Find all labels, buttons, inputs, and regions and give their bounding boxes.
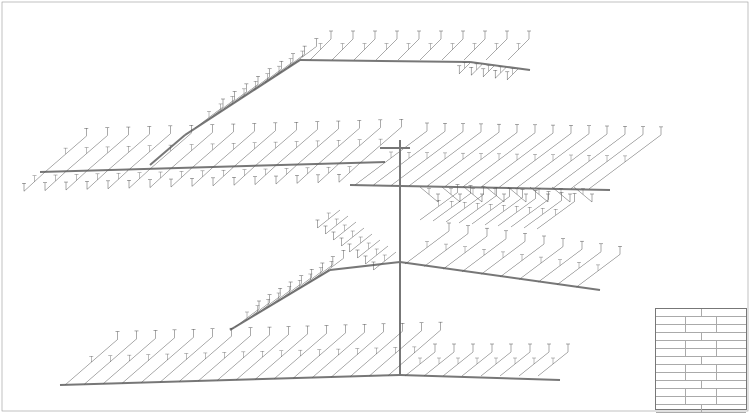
main-pipe bbox=[39, 161, 386, 173]
main-pipe bbox=[349, 184, 611, 191]
title-block-cell bbox=[702, 333, 747, 340]
title-block-cell bbox=[717, 397, 746, 404]
title-block-cell bbox=[702, 405, 747, 412]
title-block-cell bbox=[656, 341, 687, 348]
title-block-row bbox=[656, 389, 746, 397]
title-block-cell bbox=[656, 317, 687, 324]
title-block-cell bbox=[686, 341, 717, 348]
title-block-row bbox=[656, 405, 746, 413]
main-pipe bbox=[329, 261, 401, 271]
title-block-cell bbox=[686, 317, 717, 324]
title-block-cell bbox=[717, 341, 746, 348]
main-pipe bbox=[229, 269, 331, 331]
title-block-cell bbox=[702, 357, 747, 364]
main-pipe bbox=[469, 61, 531, 71]
title-block-cell bbox=[656, 349, 687, 356]
title-block-cell bbox=[686, 349, 717, 356]
title-block-cell bbox=[656, 309, 702, 316]
title-block-cell bbox=[656, 389, 687, 396]
title-block bbox=[655, 308, 747, 413]
title-block-cell bbox=[686, 397, 717, 404]
title-block-cell bbox=[686, 373, 717, 380]
title-block-cell bbox=[717, 365, 746, 372]
title-block-cell bbox=[717, 317, 746, 324]
main-pipe bbox=[59, 374, 401, 386]
title-block-cell bbox=[717, 349, 746, 356]
title-block-row bbox=[656, 309, 746, 317]
title-block-cell bbox=[656, 381, 702, 388]
title-block-cell bbox=[656, 357, 702, 364]
title-block-cell bbox=[717, 389, 746, 396]
title-block-cell bbox=[686, 365, 717, 372]
title-block-cell bbox=[686, 389, 717, 396]
main-pipe bbox=[149, 134, 186, 166]
main-pipe bbox=[299, 59, 471, 63]
title-block-row bbox=[656, 333, 746, 341]
title-block-cell bbox=[702, 309, 747, 316]
title-block-cell bbox=[656, 365, 687, 372]
title-block-row bbox=[656, 397, 746, 405]
branch-pipe bbox=[442, 235, 488, 270]
title-block-row bbox=[656, 341, 746, 349]
main-pipe bbox=[184, 59, 301, 136]
pipe-network bbox=[22, 30, 663, 386]
title-block-row bbox=[656, 349, 746, 357]
title-block-row bbox=[656, 317, 746, 325]
title-block-cell bbox=[656, 397, 687, 404]
title-block-cell bbox=[686, 325, 717, 332]
title-block-row bbox=[656, 357, 746, 365]
title-block-cell bbox=[656, 373, 687, 380]
title-block-row bbox=[656, 381, 746, 389]
title-block-cell bbox=[717, 373, 746, 380]
title-block-cell bbox=[656, 325, 687, 332]
title-block-row bbox=[656, 325, 746, 333]
title-block-cell bbox=[656, 333, 702, 340]
title-block-row bbox=[656, 365, 746, 373]
title-block-cell bbox=[656, 405, 702, 412]
main-pipe bbox=[399, 261, 601, 291]
title-block-cell bbox=[717, 325, 746, 332]
title-block-row bbox=[656, 373, 746, 381]
main-pipe bbox=[399, 374, 561, 381]
title-block-cell bbox=[702, 381, 747, 388]
